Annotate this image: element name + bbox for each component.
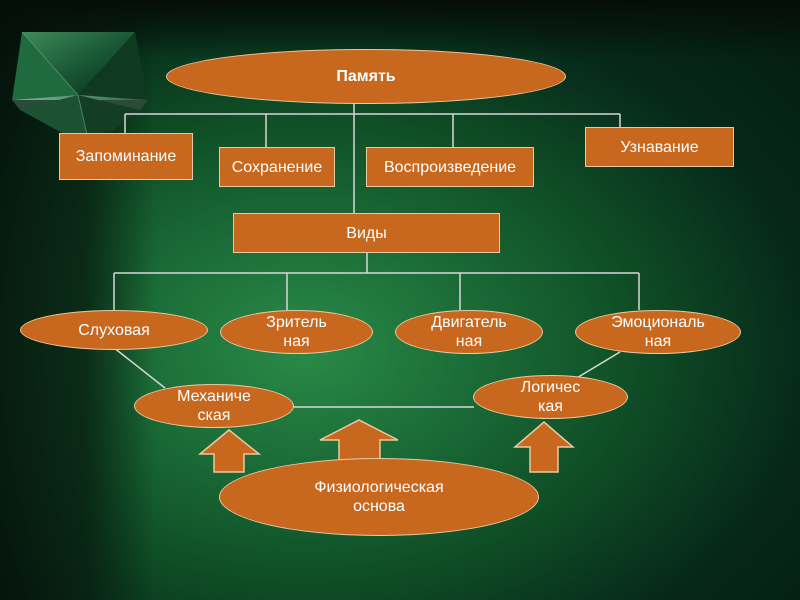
process-node-memorizing: Запоминание — [59, 133, 193, 180]
type-label: Слуховая — [78, 321, 150, 340]
root-label: Память — [336, 67, 395, 86]
root-node-memory: Память — [166, 49, 566, 104]
type-label: Зрительная — [266, 313, 327, 351]
process-node-retention: Сохранение — [219, 147, 335, 187]
type-label: Двигательная — [431, 313, 507, 351]
arrow-up-right-icon — [515, 422, 573, 472]
arrow-up-left-icon — [200, 430, 259, 472]
basis-node-physiological: Физиологическая основа — [219, 458, 539, 536]
process-label: Сохранение — [232, 158, 322, 177]
type-node-visual: Зрительная — [220, 310, 373, 354]
process-node-recognition: Узнавание — [585, 127, 734, 167]
process-label: Узнавание — [620, 138, 698, 157]
process-node-reproduction: Воспроизведение — [366, 147, 534, 187]
type-node-emotional: Эмоциональная — [575, 310, 741, 354]
type-node-auditory: Слуховая — [20, 310, 208, 350]
type-node-motor: Двигательная — [395, 310, 543, 354]
process-label: Воспроизведение — [384, 158, 516, 177]
kind-node-logical: Логическая — [473, 375, 628, 419]
arrow-up-center-icon — [320, 420, 398, 460]
types-header-label: Виды — [346, 224, 386, 243]
kind-node-mechanical: Механическая — [134, 384, 294, 428]
type-label: Эмоциональная — [611, 313, 705, 351]
kind-label: Логическая — [519, 378, 582, 416]
emerald-pyramid-logo — [12, 32, 148, 148]
types-header-node: Виды — [233, 213, 500, 253]
process-label: Запоминание — [76, 147, 176, 166]
kind-label: Механическая — [175, 387, 253, 425]
basis-label: Физиологическая основа — [290, 478, 468, 516]
